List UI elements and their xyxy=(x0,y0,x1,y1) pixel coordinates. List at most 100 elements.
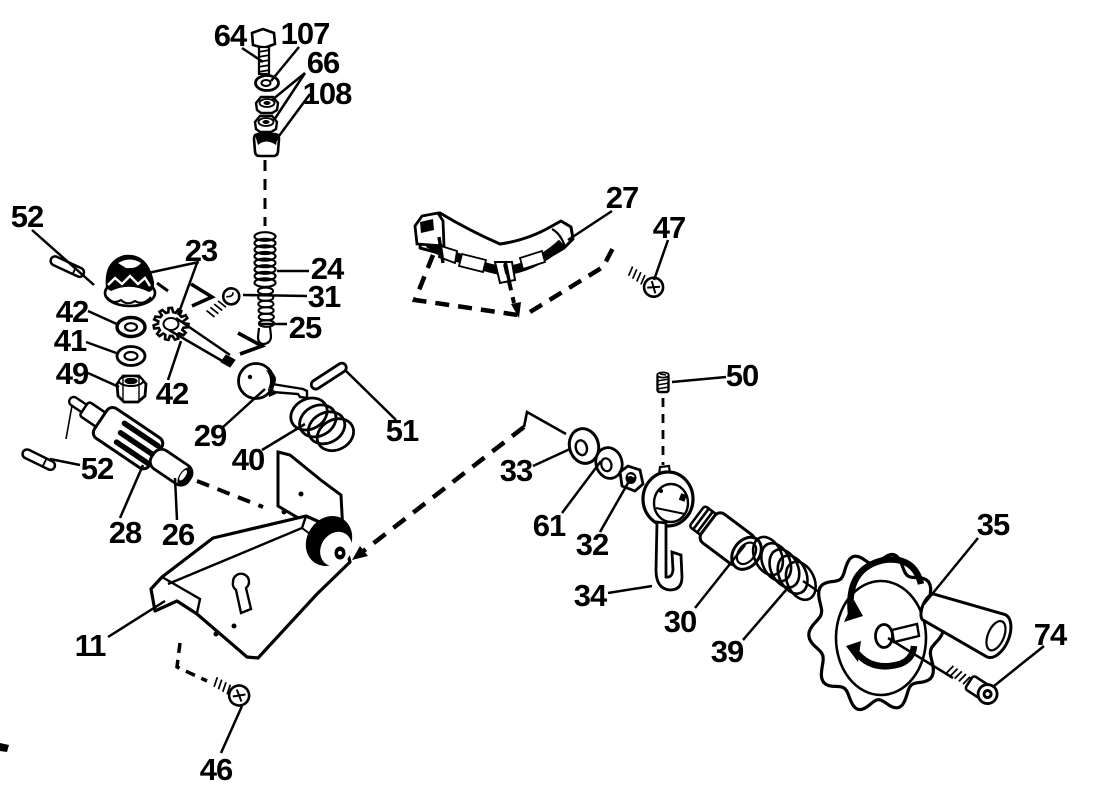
spring-39 xyxy=(751,535,817,602)
callout-35: 35 xyxy=(977,507,1010,542)
leader-26 xyxy=(173,477,179,521)
callout-25: 25 xyxy=(289,310,322,345)
dash-housing-to-screw-46 xyxy=(175,642,208,683)
leader-108 xyxy=(274,93,312,141)
locknut-49 xyxy=(115,374,148,404)
screw-47 xyxy=(627,266,665,299)
bolt-64 xyxy=(250,27,277,76)
leader-42-upper xyxy=(87,309,120,327)
leader-29 xyxy=(221,388,266,429)
callout-39: 39 xyxy=(711,634,744,669)
leader-66 xyxy=(271,72,307,121)
leader-40 xyxy=(261,422,306,452)
callout-51: 51 xyxy=(386,413,419,448)
callout-42-upper: 42 xyxy=(56,294,88,329)
bolt-74 xyxy=(945,665,999,705)
spring-coil xyxy=(253,257,277,269)
shaft-tip-26 xyxy=(148,447,194,487)
callout-28: 28 xyxy=(109,515,142,550)
leader-41 xyxy=(85,340,120,356)
handwheel-35 xyxy=(807,552,1013,712)
callout-24: 24 xyxy=(311,251,345,286)
roll-pin-52-lower xyxy=(21,448,57,472)
callout-66: 66 xyxy=(307,45,340,80)
leader-50 xyxy=(671,375,727,384)
leader-28 xyxy=(118,464,145,519)
leader-23 xyxy=(147,260,200,316)
callout-32: 32 xyxy=(576,527,608,562)
callout-108: 108 xyxy=(303,76,352,111)
callout-29: 29 xyxy=(194,418,227,453)
chevron-lower xyxy=(237,331,267,356)
callout-30: 30 xyxy=(664,604,696,639)
axis-segment xyxy=(802,580,820,593)
shaft-25-42 xyxy=(168,316,236,368)
washer-42-upper xyxy=(115,315,147,339)
callout-42-gear: 42 xyxy=(156,376,188,411)
callout-31: 31 xyxy=(308,279,341,314)
guard-mounting-dashes xyxy=(411,246,615,318)
spring-25 xyxy=(256,286,276,328)
knob-cap-23 xyxy=(103,254,157,308)
set-screw-50 xyxy=(656,371,670,394)
leader-11 xyxy=(107,599,166,639)
callout-74: 74 xyxy=(1034,617,1068,652)
bushing-108 xyxy=(252,132,281,158)
spring-coil xyxy=(253,250,277,262)
spring-hook-end xyxy=(256,326,273,346)
lever-arm xyxy=(654,520,684,592)
leader-61 xyxy=(561,460,602,514)
handwheel-center-bore xyxy=(874,623,894,649)
guard-27 xyxy=(413,211,575,291)
leader-32 xyxy=(598,482,630,533)
spring-coil xyxy=(315,417,355,453)
line-bore-to-bolt-74 xyxy=(887,636,954,680)
lever-34 xyxy=(641,464,695,592)
spring-coil xyxy=(253,244,277,256)
spring-coil xyxy=(784,560,817,602)
housing-11 xyxy=(149,450,353,660)
callout-40: 40 xyxy=(232,442,264,477)
nut-32 xyxy=(618,464,645,493)
callout-52-upper: 52 xyxy=(11,199,43,234)
spring-coil xyxy=(253,264,277,275)
callout-34: 34 xyxy=(574,578,608,613)
leader-31 xyxy=(242,293,308,298)
screw-46 xyxy=(213,676,251,707)
shaft-28-splines xyxy=(113,420,161,466)
leader-42-gear xyxy=(166,340,183,381)
callout-labels: 64 107 66 108 52 23 24 31 25 42 41 49 42… xyxy=(11,16,1069,787)
screw-31 xyxy=(206,287,241,318)
leader-33 xyxy=(532,447,571,468)
leader-51 xyxy=(344,369,397,421)
rod-51 xyxy=(309,361,348,391)
callout-26: 26 xyxy=(162,517,195,552)
leader-39 xyxy=(742,589,787,641)
callout-64: 64 xyxy=(214,18,248,53)
spring-coil xyxy=(776,554,809,595)
callout-23: 23 xyxy=(185,233,218,268)
leader-47 xyxy=(652,239,670,281)
washer-41 xyxy=(115,345,147,367)
leader-52-lower xyxy=(49,457,81,467)
dash-cap-to-gear xyxy=(139,267,169,293)
callout-49: 49 xyxy=(56,356,89,391)
leader-74 xyxy=(993,645,1045,687)
assembly-dashed-lines xyxy=(139,267,567,683)
spring-40 xyxy=(289,396,355,453)
roll-pin-52-upper xyxy=(49,255,86,279)
dash-lever-axis-to-boss xyxy=(355,425,526,558)
chevron-upper xyxy=(190,282,216,308)
collar-29 xyxy=(237,362,309,400)
leader-64 xyxy=(241,46,264,64)
spring-coil xyxy=(253,270,277,282)
page-edge-mark xyxy=(0,743,9,752)
housing-boss xyxy=(305,516,353,567)
callout-47: 47 xyxy=(653,210,685,245)
callout-52-lower: 52 xyxy=(81,451,113,486)
leader-35 xyxy=(923,537,979,605)
flat-washer-107 xyxy=(254,74,280,92)
callout-46: 46 xyxy=(200,752,233,787)
